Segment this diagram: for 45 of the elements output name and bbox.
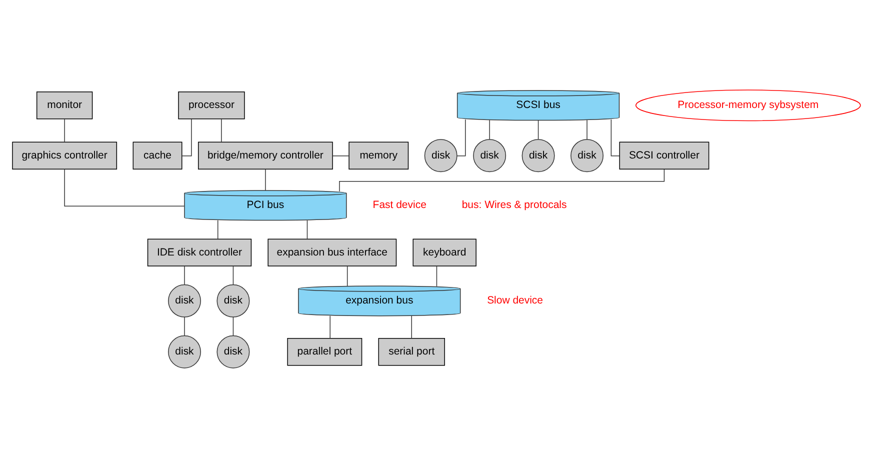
node-box: memory (348, 141, 409, 169)
node-circle: disk (168, 284, 201, 317)
node-box: expansion bus interface (268, 238, 397, 266)
node-box: SCSI controller (619, 141, 710, 169)
node-box: bridge/memory controller (198, 141, 333, 169)
label: bus: Wires & protocals (462, 200, 567, 211)
connector (610, 118, 620, 156)
node-box: processor (178, 91, 245, 119)
connector (586, 119, 588, 140)
node-box: IDE disk controller (147, 238, 252, 266)
connector (221, 118, 222, 142)
connector (182, 118, 192, 156)
node-box: parallel port (287, 338, 362, 366)
node-box: cache (132, 141, 182, 169)
node-box: graphics controller (12, 141, 118, 169)
label: Fast device (372, 200, 426, 211)
connector (339, 168, 665, 192)
connector (436, 265, 438, 286)
node-ellipse: Processor-memory sybsystem (636, 89, 861, 121)
connector (184, 265, 185, 284)
label: Slow device (487, 295, 544, 306)
node-circle: disk (522, 138, 555, 172)
node-circle: disk (424, 138, 458, 172)
connector (346, 265, 348, 286)
node-box: monitor (36, 91, 93, 119)
connector (232, 265, 234, 284)
connector (184, 316, 185, 336)
node-box: serial port (378, 338, 445, 366)
node-circle: disk (168, 334, 201, 368)
connector (64, 168, 185, 206)
node-circle: disk (473, 138, 506, 172)
connector (489, 119, 490, 140)
node-circle: disk (570, 138, 604, 172)
connector (217, 219, 218, 239)
node-box: keyboard (412, 238, 476, 266)
connector (265, 168, 266, 190)
connector (306, 219, 308, 239)
connector (456, 118, 466, 156)
connector (538, 120, 539, 139)
connector (64, 118, 65, 142)
node-circle: disk (216, 334, 250, 368)
connector (332, 155, 350, 156)
connector (232, 316, 234, 336)
node-circle: disk (216, 284, 250, 317)
connector (411, 315, 412, 338)
